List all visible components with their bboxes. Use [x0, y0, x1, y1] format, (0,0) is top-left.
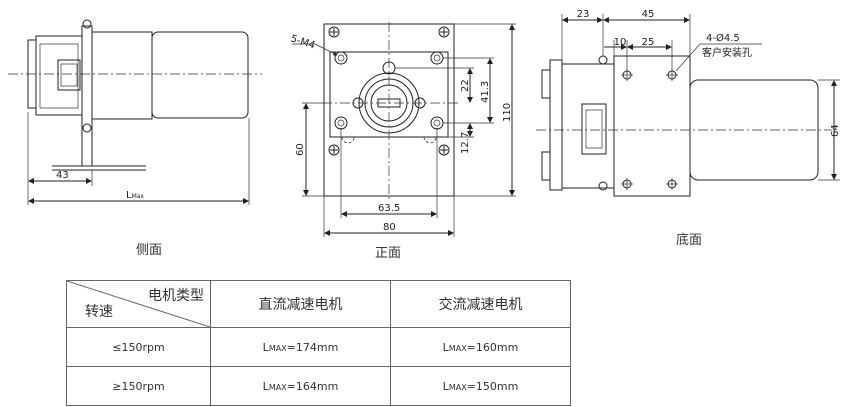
front-dim-12-7: 12.7 — [460, 132, 471, 154]
caption-front: 正面 — [375, 246, 401, 261]
svg-text:LMax: LMax — [126, 190, 144, 201]
front-view: 5-M4 22 41.3 12.7 110 60 63.5 80 正面 — [289, 22, 516, 261]
mount-hole-icon — [621, 178, 633, 190]
side-dim-l: L — [126, 190, 132, 201]
front-dim-60: 60 — [295, 143, 306, 156]
front-dim-thread: 5-M4 — [289, 33, 316, 51]
front-dim-22: 22 — [460, 79, 471, 92]
table-row: ≤150rpm LMAX=174mm LMAX=160mm — [66, 327, 571, 367]
mount-hole-icon — [621, 69, 633, 81]
front-dim-63-5: 63.5 — [378, 203, 400, 214]
side-dim-43: 43 — [56, 170, 69, 181]
corner-screw-icon — [328, 144, 340, 156]
front-dim-80: 80 — [383, 222, 396, 233]
row-speed: ≥150rpm — [66, 366, 211, 406]
row-speed: ≤150rpm — [66, 327, 211, 367]
side-view: 43 LMax 侧面 — [8, 19, 262, 258]
caption-side: 侧面 — [136, 243, 162, 258]
side-dim-l-sub: Max — [132, 193, 145, 200]
caption-bottom: 底面 — [676, 232, 702, 248]
header-ac-motor: 交流减速电机 — [390, 280, 571, 328]
row-ac-length: LMAX=150mm — [390, 366, 571, 406]
corner-screw-icon — [328, 26, 340, 38]
front-dim-110: 110 — [502, 103, 513, 122]
row-ac-length: LMAX=160mm — [390, 327, 571, 367]
row-dc-length: LMAX=164mm — [210, 366, 391, 406]
header-speed: 转速 — [85, 304, 113, 320]
bottom-holes-note: 客户安装孔 — [702, 46, 752, 59]
bottom-dim-10: 10 — [614, 37, 627, 48]
table-corner-cell: 电机类型 转速 — [66, 280, 211, 328]
header-dc-motor: 直流减速电机 — [210, 280, 391, 328]
bottom-dim-25: 25 — [642, 37, 655, 48]
motor-length-table: 电机类型 转速 直流减速电机 交流减速电机 ≤150rpm LMAX=174mm… — [66, 280, 571, 406]
mount-hole-icon — [666, 178, 678, 190]
technical-drawing: 43 LMax 侧面 5-M4 — [8, 9, 841, 261]
table-row: ≥150rpm LMAX=164mm LMAX=150mm — [66, 366, 571, 406]
bottom-dim-23: 23 — [577, 9, 590, 20]
front-dim-41-3: 41.3 — [480, 81, 491, 103]
bottom-view: 23 45 10 25 4-Ø4.5 客户安装孔 64 底面 — [536, 9, 841, 248]
corner-screw-icon — [438, 144, 450, 156]
corner-screw-icon — [438, 26, 450, 38]
table-header-row: 电机类型 转速 直流减速电机 交流减速电机 — [66, 280, 571, 328]
header-motor-type: 电机类型 — [148, 288, 204, 304]
row-dc-length: LMAX=174mm — [210, 327, 391, 367]
mount-hole-icon — [666, 69, 678, 81]
bottom-dim-holes: 4-Ø4.5 — [706, 32, 740, 44]
bottom-dim-45: 45 — [642, 9, 655, 20]
bottom-dim-64: 64 — [830, 124, 841, 137]
